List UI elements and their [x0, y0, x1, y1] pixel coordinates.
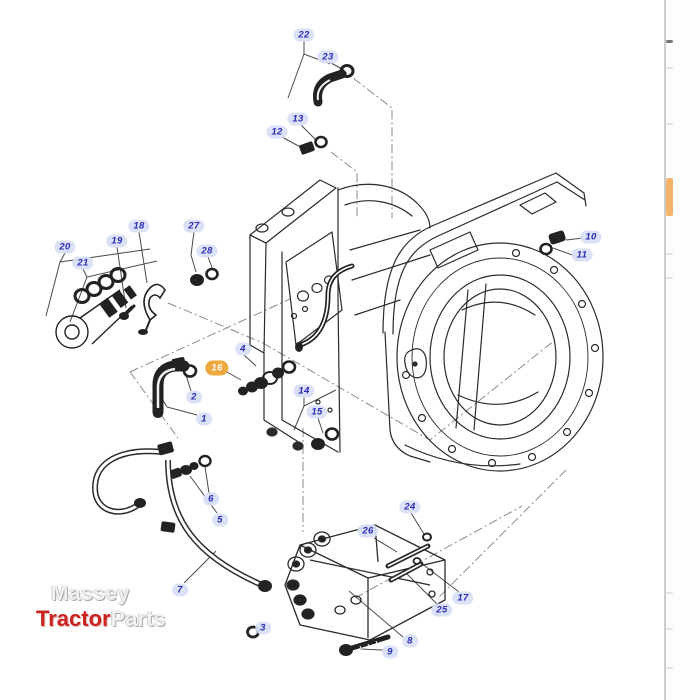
part-callout-26[interactable]: 26	[357, 524, 379, 538]
plug-part-10-11	[539, 230, 566, 256]
part-callout-7[interactable]: 7	[172, 583, 188, 597]
part-callout-13[interactable]: 13	[287, 112, 309, 126]
part-callout-1[interactable]: 1	[196, 412, 212, 426]
pin-part-19	[119, 304, 136, 320]
part-callout-17[interactable]: 17	[452, 591, 474, 605]
fittings-part-27-28	[190, 267, 219, 286]
watermark-logo: Massey TractorParts	[36, 582, 166, 632]
watermark-massey-text: Massey	[51, 582, 130, 605]
part-callout-3[interactable]: 3	[255, 621, 271, 635]
part-callout-19[interactable]: 19	[106, 234, 128, 248]
solenoid-part-20-21	[55, 267, 137, 349]
oil-pipe-part-7	[91, 441, 272, 592]
fitting-part-5-6	[169, 454, 212, 479]
part-callout-22[interactable]: 22	[293, 28, 315, 42]
shift-fork-part-18	[138, 283, 166, 335]
watermark-parts-text: Parts	[110, 606, 166, 631]
part-callout-15[interactable]: 15	[306, 405, 328, 419]
fitting-part-14-15	[311, 427, 340, 450]
part-callout-12[interactable]: 12	[266, 125, 288, 139]
watermark-tractor-text: Tractor	[36, 606, 111, 631]
scrollbar-track[interactable]	[664, 0, 666, 700]
part-callout-27[interactable]: 27	[183, 219, 205, 233]
fitting-part-12-13	[299, 135, 328, 155]
part-callout-16[interactable]: 16	[205, 360, 229, 376]
connector-part-4-16	[238, 360, 297, 396]
part-callout-14[interactable]: 14	[293, 384, 315, 398]
part-callout-5[interactable]: 5	[212, 513, 228, 527]
part-callout-23[interactable]: 23	[317, 50, 339, 64]
dowel-pins-parts-24-25-26-17	[385, 532, 432, 583]
part-callout-9[interactable]: 9	[382, 645, 398, 659]
right-edge-strip	[666, 0, 700, 700]
part-callout-21[interactable]: 21	[72, 256, 94, 270]
part-callout-18[interactable]: 18	[128, 219, 150, 233]
part-callout-25[interactable]: 25	[431, 603, 453, 617]
elbow-fitting-part-22-23	[313, 64, 355, 107]
part-callout-8[interactable]: 8	[402, 634, 418, 648]
part-callout-20[interactable]: 20	[54, 240, 76, 254]
part-callout-11[interactable]: 11	[571, 248, 593, 262]
elbow-hose-part-1-2	[152, 357, 198, 418]
part-callout-10[interactable]: 10	[580, 230, 602, 244]
part-callout-24[interactable]: 24	[399, 500, 421, 514]
part-callout-4[interactable]: 4	[235, 342, 251, 356]
bolt-part-9	[339, 634, 391, 656]
part-callout-28[interactable]: 28	[196, 244, 218, 258]
part-callout-2[interactable]: 2	[186, 390, 202, 404]
part-callout-6[interactable]: 6	[203, 492, 219, 506]
